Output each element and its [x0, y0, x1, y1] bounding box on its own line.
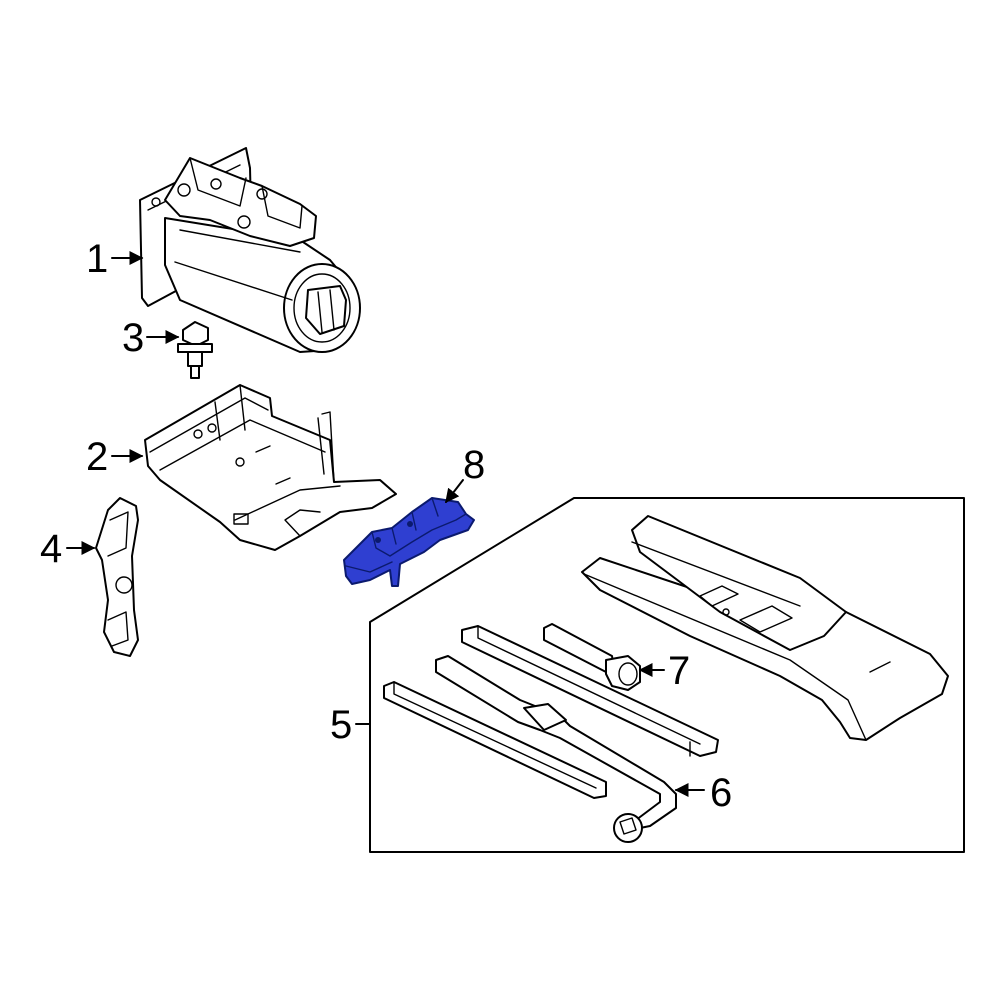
callout-3: 3 — [122, 316, 144, 360]
callout-5: 5 — [330, 703, 352, 747]
part-6-lug-wrench[interactable] — [435, 655, 677, 843]
callout-2: 2 — [86, 435, 108, 479]
callout-8: 8 — [463, 443, 485, 487]
part-1-winch[interactable] — [139, 147, 361, 353]
part-4-retainer[interactable] — [95, 497, 139, 657]
callout-4: 4 — [40, 527, 62, 571]
callout-1: 1 — [86, 237, 108, 281]
part-8-highlighted-bracket[interactable] — [343, 497, 475, 587]
part-7-socket-extension[interactable] — [543, 623, 641, 691]
tool-extension-bar-upper[interactable] — [461, 625, 719, 757]
callout-7: 7 — [668, 649, 690, 693]
leader-lines — [66, 251, 705, 797]
tool-wrench-bar-lower[interactable] — [383, 681, 607, 799]
callout-6: 6 — [710, 771, 732, 815]
callout-labels: 1 3 2 4 8 5 7 6 — [40, 237, 732, 815]
part-3-bolt[interactable] — [177, 321, 213, 379]
leader-8 — [445, 479, 464, 504]
part-5-tool-kit-frame — [369, 497, 965, 853]
part-2-bracket[interactable] — [144, 384, 397, 551]
tool-storage-bag[interactable] — [581, 515, 949, 741]
